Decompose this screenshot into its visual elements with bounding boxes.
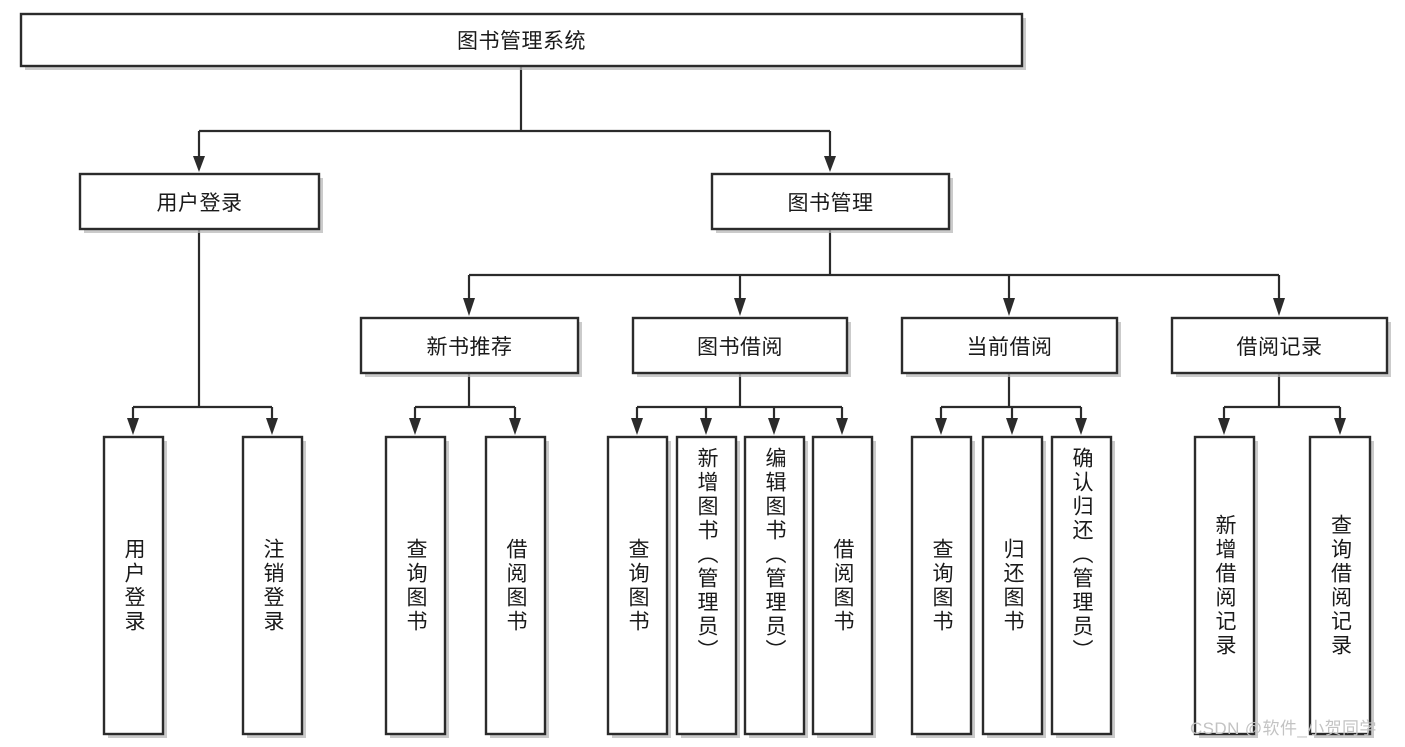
arrowhead-leaf-borrow-book-recommend — [509, 418, 521, 435]
box-book-management — [710, 172, 951, 231]
arrowhead-leaf-return-book — [1006, 418, 1018, 435]
box-leaf-add-book-admin — [675, 435, 738, 736]
arrowhead-new-book-recommend — [463, 298, 475, 316]
connectors-book-borrow-to-leaves — [631, 373, 848, 435]
box-leaf-user-login — [102, 435, 165, 736]
box-leaf-query-book-borrow — [606, 435, 669, 736]
box-leaf-query-book-current — [910, 435, 973, 736]
box-leaf-logout — [241, 435, 304, 736]
arrowhead-leaf-query-book-borrow — [631, 418, 643, 435]
arrowhead-leaf-add-borrow-record — [1218, 418, 1230, 435]
box-root — [19, 12, 1024, 68]
box-leaf-query-book-recommend — [384, 435, 447, 736]
arrowhead-leaf-logout — [266, 418, 278, 435]
arrowhead-leaf-add-book-admin — [700, 418, 712, 435]
arrowhead-leaf-borrow-book — [836, 418, 848, 435]
arrowhead-borrow-record — [1273, 298, 1285, 316]
box-user-login — [78, 172, 321, 231]
arrowhead-book-borrow — [734, 298, 746, 316]
box-leaf-edit-book-admin — [743, 435, 806, 736]
connectors-borrow-record-to-leaves — [1218, 373, 1346, 435]
watermark-text: CSDN @软件_小贺同学 — [1190, 719, 1377, 738]
box-leaf-borrow-book-recommend — [484, 435, 547, 736]
arrowhead-leaf-confirm-return-admin — [1075, 418, 1087, 435]
connectors-current-borrow-to-leaves — [935, 373, 1087, 435]
box-leaf-confirm-return-admin — [1050, 435, 1113, 736]
box-borrow-record — [1170, 316, 1389, 375]
box-book-borrow — [631, 316, 849, 375]
box-leaf-add-borrow-record — [1193, 435, 1256, 736]
arrowhead-user-login — [193, 156, 205, 172]
arrowhead-leaf-query-book-recommend — [409, 418, 421, 435]
box-leaf-borrow-book — [811, 435, 874, 736]
box-new-book-recommend — [359, 316, 580, 375]
connectors-user-login-to-leaves — [127, 229, 278, 435]
connectors-new-book-to-leaves — [409, 373, 521, 435]
box-leaf-return-book — [981, 435, 1044, 736]
box-current-borrow — [900, 316, 1119, 375]
arrowhead-book-management — [824, 156, 836, 172]
box-leaf-query-borrow-record — [1308, 435, 1372, 736]
node-boxes — [19, 12, 1391, 738]
arrowhead-leaf-user-login — [127, 418, 139, 435]
arrowhead-leaf-edit-book-admin — [768, 418, 780, 435]
connectors-book-management-to-level3 — [463, 229, 1285, 316]
arrowhead-leaf-query-book-current — [935, 418, 947, 435]
arrowhead-current-borrow — [1003, 298, 1015, 316]
arrowhead-leaf-query-borrow-record — [1334, 418, 1346, 435]
connectors-root-to-level2 — [193, 66, 836, 172]
